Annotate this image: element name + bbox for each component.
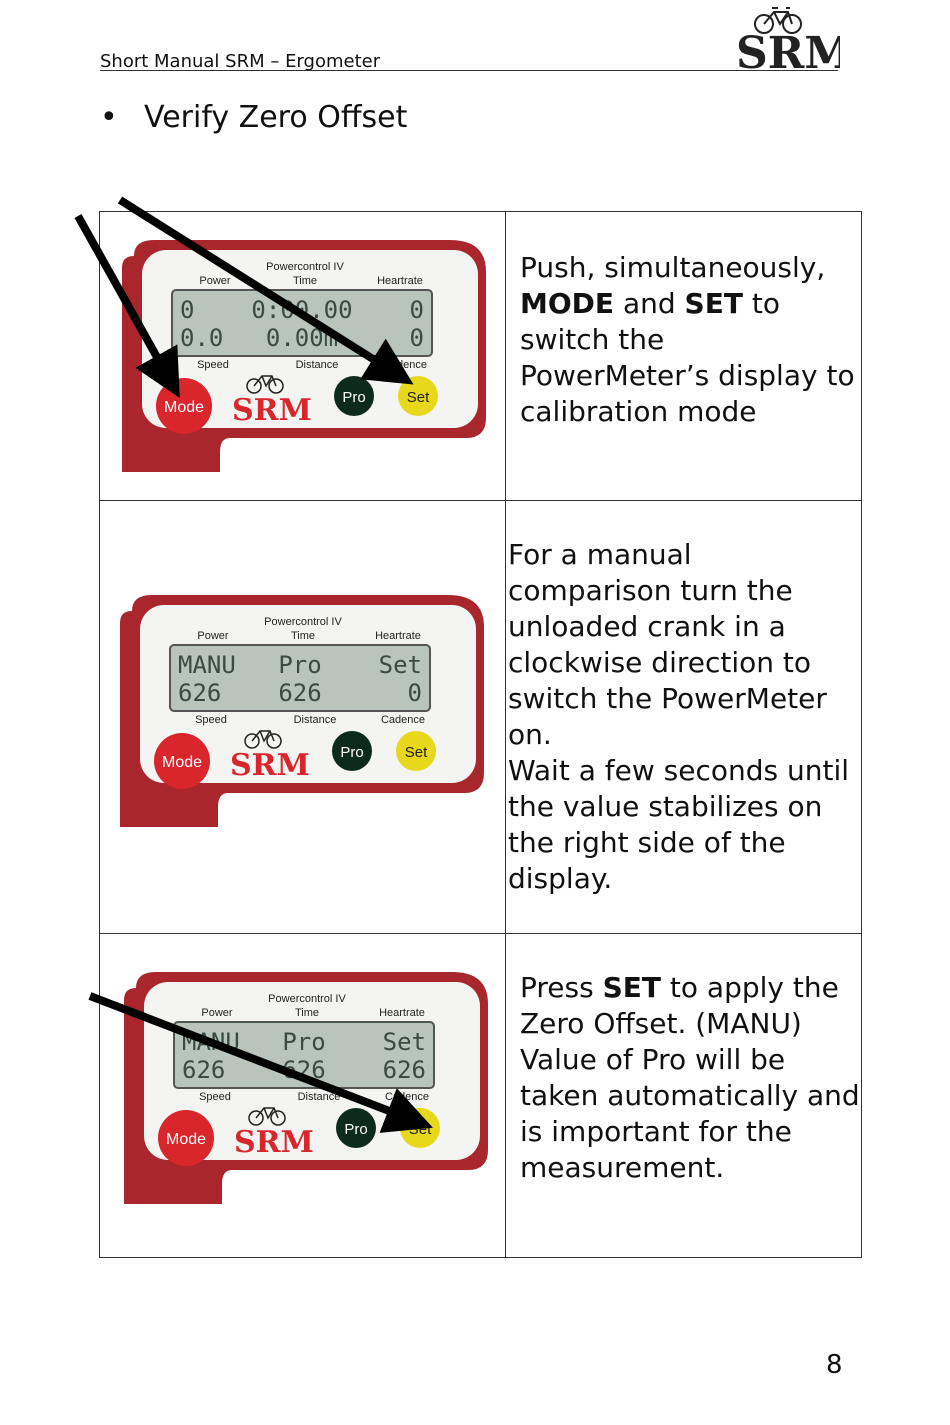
lcd-value: MANU <box>182 1028 240 1056</box>
instruction-text: For a manual comparison turn the unloade… <box>508 538 827 751</box>
mode-button <box>154 733 210 789</box>
lcd-value: 626 <box>383 1056 426 1084</box>
lcd-value: Pro <box>278 651 321 679</box>
brand-logo: SRM <box>232 393 312 428</box>
display-field-label: Distance <box>294 714 337 726</box>
pro-button-label: Pro <box>344 1121 367 1138</box>
page-number: 8 <box>826 1350 843 1380</box>
lcd-value: Pro <box>282 1028 325 1056</box>
set-button-label: Set <box>407 389 430 406</box>
brand-logo: SRM <box>230 748 310 783</box>
instruction-bold: SET <box>684 287 743 320</box>
instruction-bold: MODE <box>520 287 615 320</box>
lcd-value: Set <box>379 651 422 679</box>
header-rule <box>100 70 838 71</box>
display-field-label: Power <box>201 1007 233 1019</box>
step-3-instruction: Press SET to apply the Zero Offset. (MAN… <box>505 933 862 1258</box>
lcd-value: 0.0 <box>180 324 223 352</box>
instruction-text: to apply the Zero Offset. (MANU) Value o… <box>520 971 860 1184</box>
lcd-value: 626 <box>282 1056 325 1084</box>
lcd-value: 626 <box>278 679 321 707</box>
display-field-label: Cadence <box>383 359 427 371</box>
logo-text: SRM <box>736 28 840 72</box>
instruction-bold: SET <box>602 971 661 1004</box>
bullet-text: Verify Zero Offset <box>144 100 408 135</box>
display-field-label: Heartrate <box>375 630 421 642</box>
pro-button-label: Pro <box>342 389 365 406</box>
lcd-value: 626 <box>178 679 221 707</box>
display-field-label: Time <box>295 1007 319 1019</box>
display-field-label: Distance <box>298 1091 341 1103</box>
lcd-value: 0 <box>180 296 194 324</box>
lcd-value: 626 <box>182 1056 225 1084</box>
lcd-screen <box>169 644 431 712</box>
mode-button-label: Mode <box>162 754 202 771</box>
display-field-label: Speed <box>197 359 229 371</box>
pro-button <box>332 731 372 771</box>
model-label: Powercontrol IV <box>268 993 346 1005</box>
srm-logo: SRM <box>736 7 840 72</box>
lcd-value: Set <box>383 1028 426 1056</box>
model-label: Powercontrol IV <box>266 261 344 273</box>
instruction-text: Press <box>520 971 603 1004</box>
brand-logo: SRM <box>234 1125 314 1160</box>
display-field-label: Time <box>293 275 317 287</box>
pro-button-label: Pro <box>340 744 363 761</box>
bicycle-icon <box>754 7 802 34</box>
header-title: Short Manual SRM – Ergometer <box>100 51 381 72</box>
display-field-label: Cadence <box>381 714 425 726</box>
lcd-value: 0:00.00 <box>251 296 352 324</box>
instruction-text: Wait a few seconds until the value stabi… <box>508 754 850 895</box>
display-field-label: Power <box>197 630 229 642</box>
display-field-label: Heartrate <box>377 275 423 287</box>
bullet-item: • Verify Zero Offset <box>100 100 407 135</box>
lcd-value: 0 <box>410 296 424 324</box>
mode-button-label: Mode <box>166 1131 206 1148</box>
set-button-label: Set <box>405 744 428 761</box>
model-label: Powercontrol IV <box>264 616 342 628</box>
step-2-instruction: For a manual comparison turn the unloade… <box>505 500 862 934</box>
bullet-symbol: • <box>100 100 118 135</box>
mode-button-label: Mode <box>164 399 204 416</box>
display-field-label: Heartrate <box>379 1007 425 1019</box>
lcd-value: 0 <box>408 679 422 707</box>
lcd-value: 0.00m <box>266 324 338 352</box>
pro-button <box>334 376 374 416</box>
lcd-value: MANU <box>178 651 236 679</box>
lcd-value: 0 <box>410 324 424 352</box>
set-button <box>396 731 436 771</box>
display-field-label: Power <box>199 275 231 287</box>
instruction-text: and <box>614 287 685 320</box>
display-field-label: Speed <box>195 714 227 726</box>
display-field-label: Speed <box>199 1091 231 1103</box>
step-1-instruction: Push, simultaneously,MODE and SET to swi… <box>505 211 862 501</box>
instruction-text: to switch the PowerMeter’s display to ca… <box>520 287 855 428</box>
display-field-label: Distance <box>296 359 339 371</box>
display-field-label: Time <box>291 630 315 642</box>
instruction-text: Push, simultaneously, <box>520 251 826 284</box>
display-field-label: Cadence <box>385 1091 429 1103</box>
bicycle-icon <box>244 730 282 749</box>
set-button-label: Set <box>409 1121 432 1138</box>
set-button <box>398 376 438 416</box>
